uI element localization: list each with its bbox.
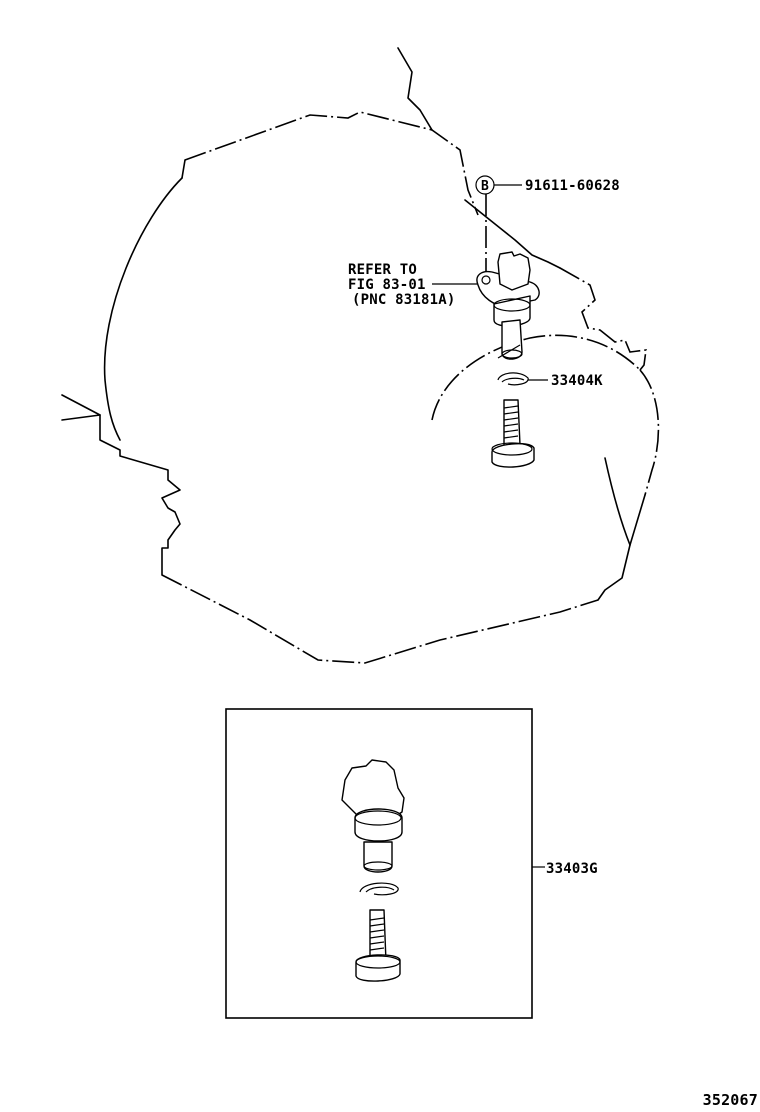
driven-gear-icon [491, 399, 535, 468]
refer-line-1: REFER TO [348, 262, 417, 278]
sensor-leader [497, 344, 521, 359]
kit-driven-gear-icon [355, 909, 401, 982]
svg-text:B: B [481, 179, 489, 194]
bolt-part-number: 91611-60628 [525, 178, 620, 194]
kit-box [225, 708, 533, 1019]
o-ring-icon [497, 372, 529, 386]
bolt-circle-icon: B [475, 175, 495, 195]
refer-line-3: (PNC 83181A) [352, 292, 456, 308]
kit-o-ring-icon [359, 882, 399, 896]
transmission-housing-outline [61, 47, 660, 664]
diagram-id: 352067 [703, 1091, 758, 1109]
oring-part-number: 33404K [551, 373, 603, 389]
kit-part-number: 33403G [546, 861, 598, 877]
refer-line-2: FIG 83-01 [348, 277, 426, 293]
kit-speed-sensor-icon [341, 759, 405, 873]
speed-sensor-icon [476, 251, 540, 360]
